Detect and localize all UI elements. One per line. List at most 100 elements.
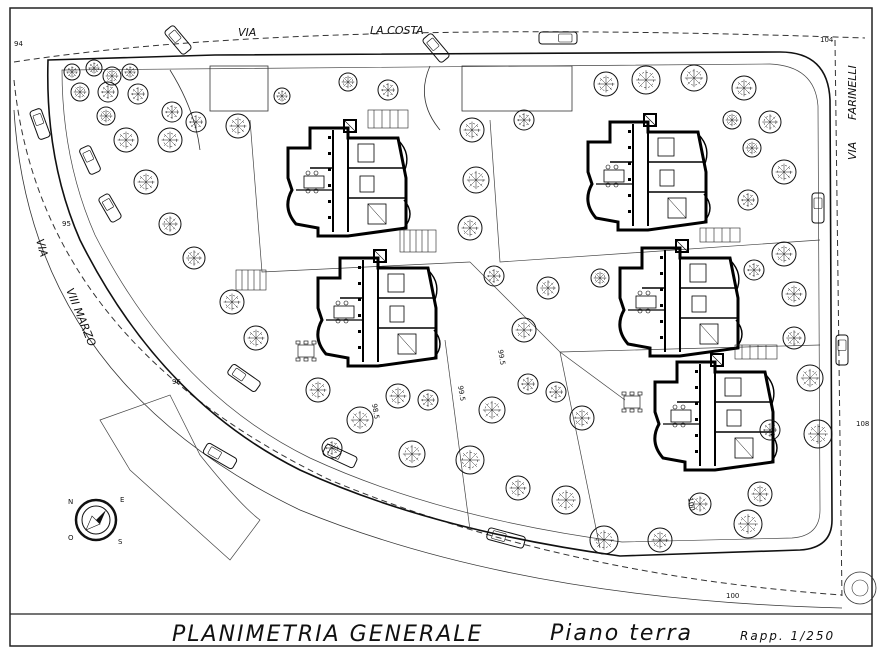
tree-symbol [133, 169, 159, 195]
tree-symbol [647, 527, 673, 553]
tree-symbol [459, 117, 485, 143]
lot-divider-4 [559, 344, 821, 353]
north-arrow: N E S O [68, 496, 124, 546]
parked-car [835, 334, 849, 366]
tree-symbol [385, 383, 411, 409]
tree-symbol [759, 419, 781, 441]
tree-symbol [747, 481, 773, 507]
elevation-label: 99.5 [496, 349, 507, 366]
tree-symbol [96, 106, 116, 126]
villa-floorplan [653, 353, 778, 472]
tree-symbol [273, 87, 291, 105]
tree-symbol [377, 79, 399, 101]
street-label-top-name: LA COSTA [370, 24, 424, 37]
street-label-left-via: VIA [33, 237, 50, 258]
site-boundary [46, 51, 833, 557]
stairs-4 [734, 344, 778, 360]
tree-symbol [517, 373, 539, 395]
sidewalk-wedge [99, 394, 261, 561]
tree-symbol [338, 72, 358, 92]
parked-car [486, 527, 526, 549]
parked-car [811, 192, 825, 224]
lot-divider-6 [559, 351, 601, 549]
tree-symbol [782, 326, 806, 350]
tree-symbol [97, 81, 119, 103]
tree-symbol [85, 59, 103, 77]
tree-symbol [219, 289, 245, 315]
tree-symbol [305, 377, 331, 403]
street-label-left: VIA VIII MARZO [33, 237, 98, 348]
tree-symbol [796, 364, 824, 392]
roundabout-inner [851, 579, 869, 597]
tree-symbol [731, 75, 757, 101]
elevation-label: 96 [172, 378, 181, 386]
street-curb-top [13, 31, 866, 63]
tree-symbol [225, 113, 251, 139]
garden-table-1 [295, 340, 317, 362]
compass-letter: O [68, 534, 74, 542]
tree-symbol [70, 82, 90, 102]
tree-symbol [158, 212, 182, 236]
tree-symbol [771, 241, 797, 267]
tree-symbol [161, 101, 183, 123]
compass-letter: N [68, 498, 73, 506]
tree-symbol [398, 440, 426, 468]
parked-car [422, 33, 450, 63]
lot-divider-1 [249, 119, 471, 273]
sheet-frame [9, 7, 873, 647]
tree-symbol [569, 405, 595, 431]
tree-symbol [781, 281, 807, 307]
tree-symbol [513, 109, 535, 131]
parked-car [202, 442, 238, 470]
parked-car [29, 108, 51, 140]
tree-symbol [63, 63, 81, 81]
tree-symbol [478, 396, 506, 424]
drawing-title: PLANIMETRIA GENERALE [172, 622, 483, 647]
elevation-label: 98.5 [370, 403, 381, 420]
compass-letter: E [120, 496, 124, 504]
tree-symbol [688, 492, 712, 516]
villa-floorplan [618, 239, 743, 358]
street-label-top: VIA LA COSTA [238, 24, 424, 39]
tree-symbol [121, 63, 139, 81]
elevation-label: 100 [686, 497, 696, 512]
tree-symbol [113, 127, 139, 153]
tree-symbol [743, 259, 765, 281]
lot-divider-3 [489, 119, 821, 263]
street-edge-left [13, 109, 843, 609]
parked-car [322, 443, 358, 469]
tree-symbol [127, 83, 149, 105]
elevation-label: 104 [820, 36, 834, 44]
tree-symbol [680, 64, 708, 92]
compass-letter: S [118, 538, 123, 546]
stairs-1 [399, 229, 437, 253]
tree-symbol [462, 166, 490, 194]
villa-floorplan [586, 113, 711, 232]
tree-symbol [551, 485, 581, 515]
parked-car [227, 364, 261, 392]
tree-symbol [593, 71, 619, 97]
tree-symbol [505, 475, 531, 501]
tree-symbol [483, 265, 505, 287]
tree-symbol [457, 215, 483, 241]
street-label-left-name: VIII MARZO [63, 286, 98, 348]
tree-symbol [536, 276, 560, 300]
cars-layer [29, 25, 849, 549]
tree-symbol [589, 525, 619, 555]
parked-car [79, 145, 101, 175]
stairs-3 [699, 227, 741, 243]
tree-symbol [545, 381, 567, 403]
tree-symbol [737, 189, 759, 211]
elevation-label: 95 [62, 220, 71, 228]
stairs-2 [235, 269, 267, 291]
tree-symbol [590, 268, 610, 288]
street-curb-right [834, 39, 843, 601]
garage-block-center [461, 65, 573, 112]
tree-symbol [511, 317, 537, 343]
parked-car [538, 31, 578, 45]
garden-table-2 [621, 391, 643, 413]
tree-symbol [243, 325, 269, 351]
tree-symbol [722, 110, 742, 130]
